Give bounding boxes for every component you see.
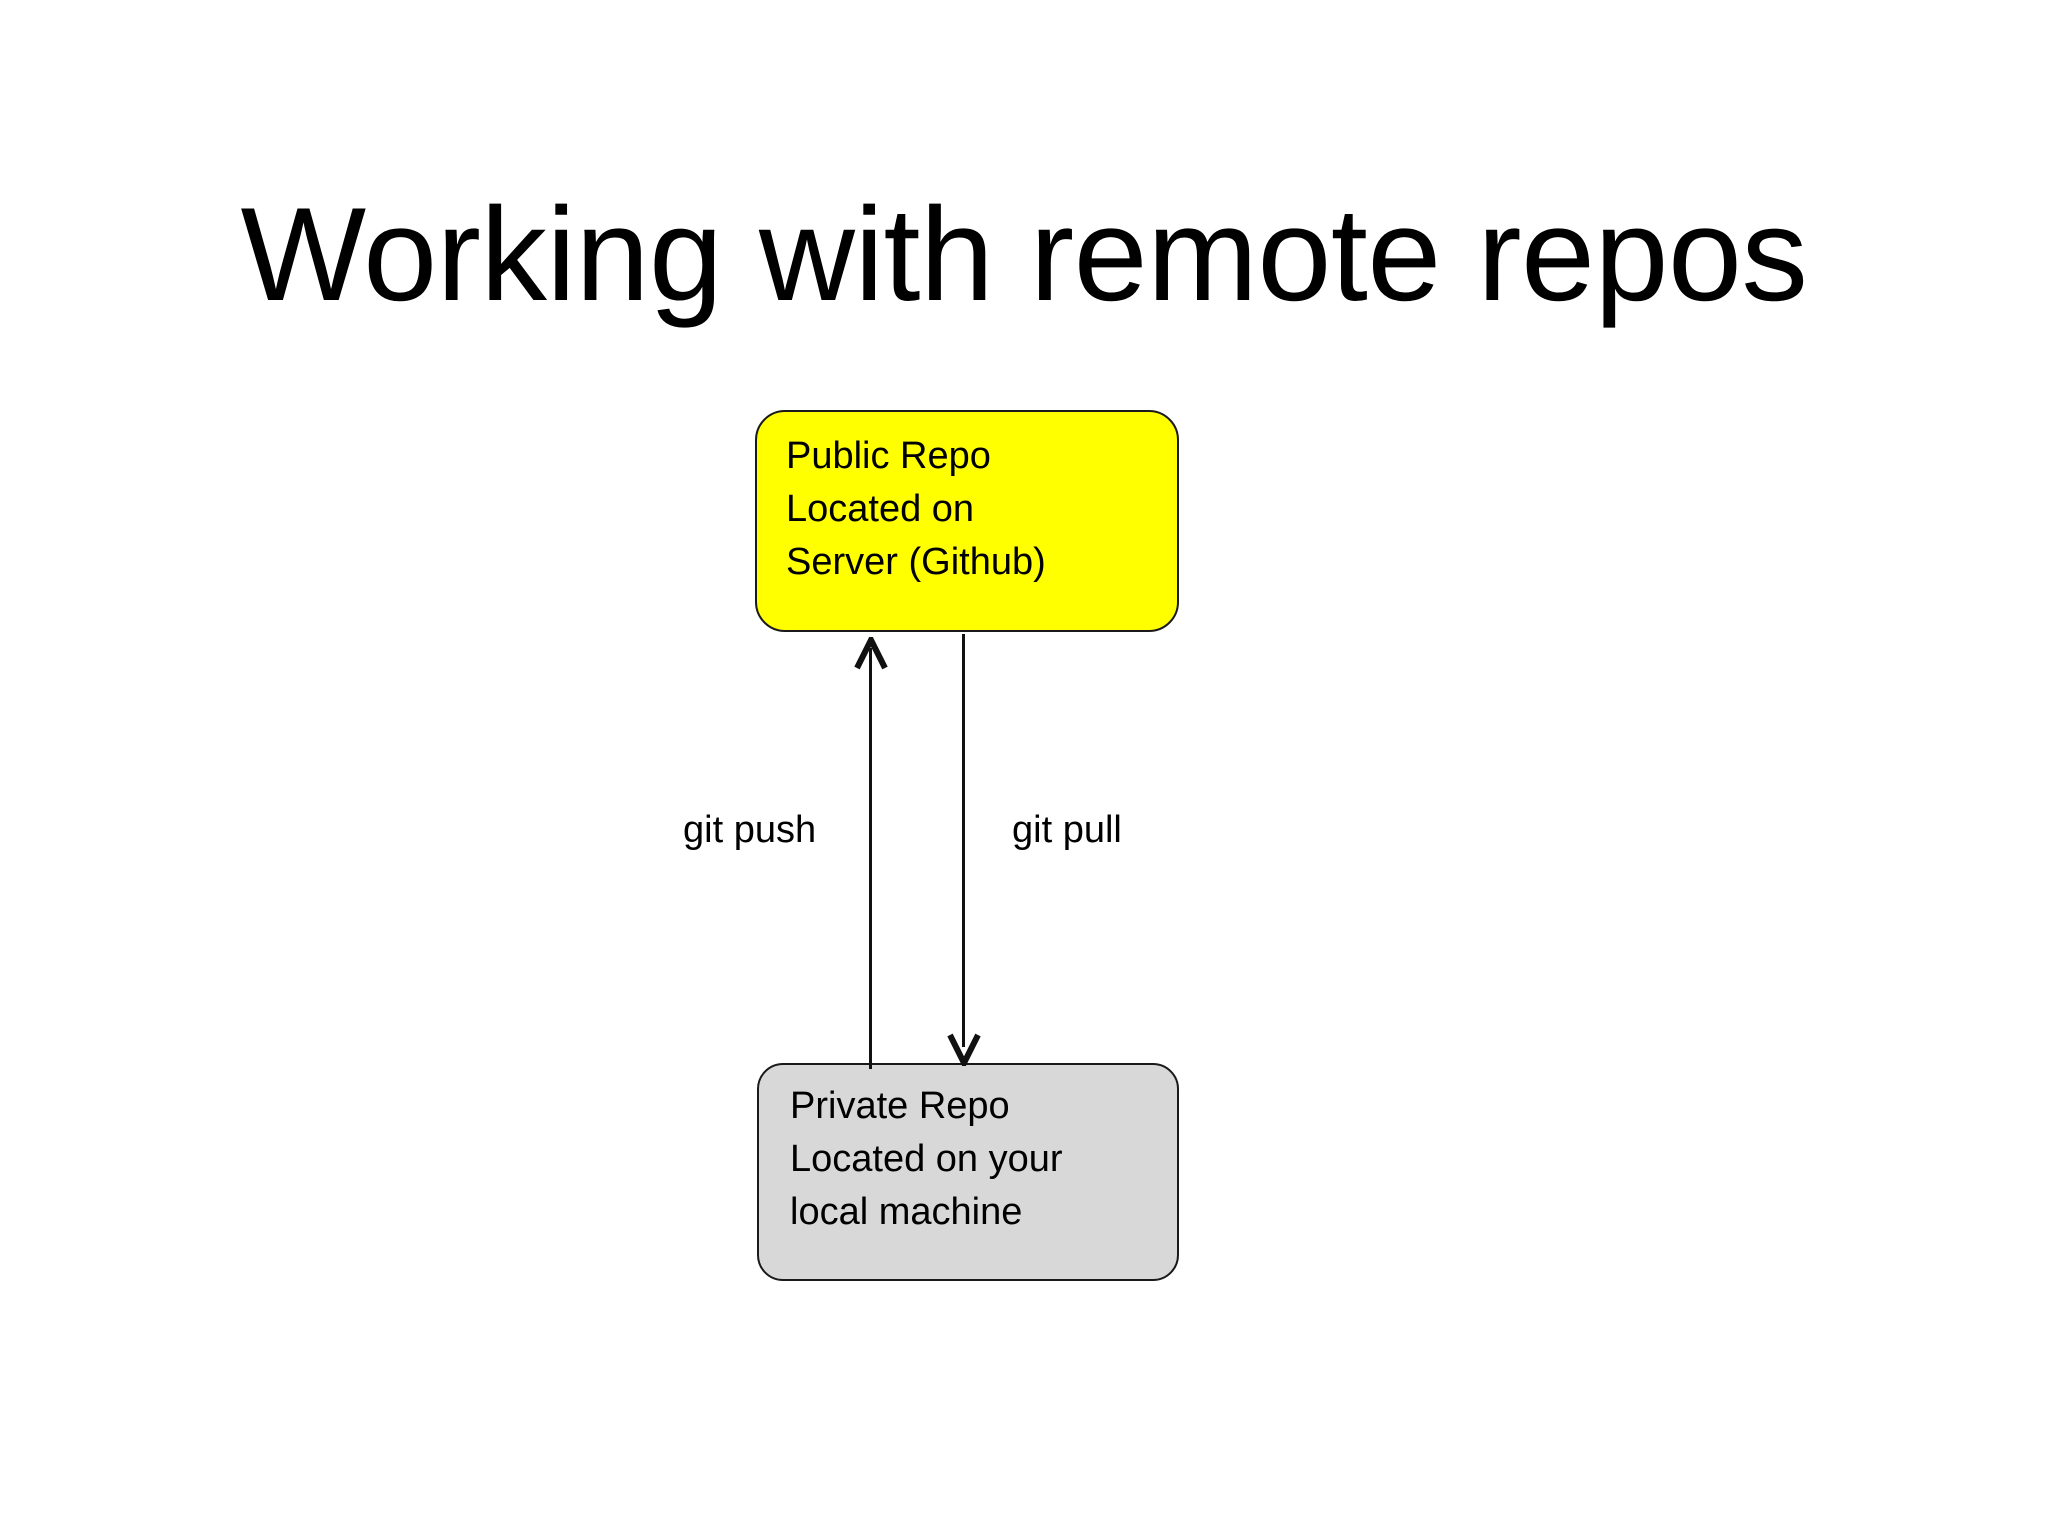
edge-label-git-pull: git pull (1012, 809, 1122, 851)
connector-line-git-pull (962, 634, 965, 1047)
page-title: Working with remote repos (240, 181, 1808, 329)
arrow-up-icon (854, 633, 888, 671)
edge-label-git-push: git push (683, 809, 817, 851)
diagram-node-public-repo[interactable]: Public Repo Located on Server (Github) (755, 410, 1179, 632)
arrow-down-icon (947, 1032, 981, 1070)
node-label-private-repo: Private Repo Located on your local machi… (790, 1085, 1063, 1233)
diagram-node-private-repo[interactable]: Private Repo Located on your local machi… (757, 1063, 1179, 1281)
node-label-public-repo: Public Repo Located on Server (Github) (786, 435, 1046, 583)
connector-line-git-push (869, 648, 872, 1069)
